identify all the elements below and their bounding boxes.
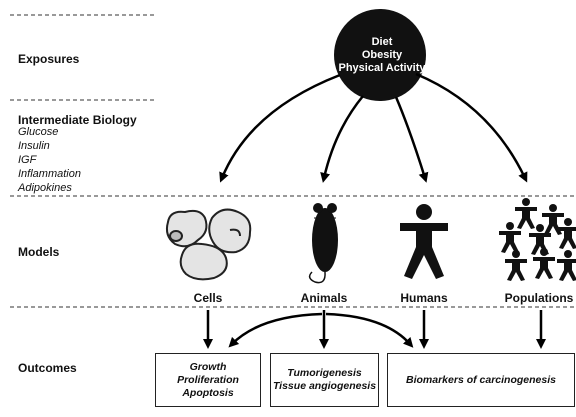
intermediate-item: Inflammation — [18, 168, 81, 180]
population-icon — [499, 198, 576, 281]
exposure-node — [334, 9, 426, 101]
outcome-arrows — [203, 310, 546, 349]
exposure-diet: Diet — [371, 35, 393, 48]
model-label-animals: Animals — [300, 291, 348, 305]
exposure-obesity: Obesity — [361, 48, 403, 61]
model-label-populations: Populations — [504, 291, 574, 305]
row-label-intermediate: Intermediate Biology — [18, 113, 137, 127]
outcome-angiogenesis: Tissue angiogenesis — [272, 380, 377, 392]
cells-icon — [165, 208, 252, 281]
outcome-tumorigenesis: Tumorigenesis — [287, 367, 362, 379]
outcome-growth: Growth — [189, 360, 227, 373]
row-label-outcomes: Outcomes — [18, 361, 77, 375]
intermediate-list: Glucose Insulin IGF Inflammation Adipoki… — [18, 125, 81, 195]
row-label-models: Models — [18, 245, 60, 259]
outcome-proliferation: Proliferation — [177, 373, 239, 386]
outcome-apoptosis: Apoptosis — [182, 386, 234, 399]
outcome-box-growth: Growth Proliferation Apoptosis — [155, 353, 261, 407]
model-label-cells: Cells — [193, 291, 223, 305]
intermediate-item: Insulin — [18, 140, 50, 152]
human-figure-icon — [400, 204, 448, 279]
exposure-physical-activity: Physical Activity — [338, 61, 426, 74]
outcome-biomarkers: Biomarkers of carcinogenesis — [406, 373, 556, 386]
mouse-icon — [308, 203, 338, 284]
intermediate-item: Glucose — [18, 126, 59, 138]
intermediate-item: IGF — [18, 154, 37, 166]
intermediate-item: Adipokines — [18, 182, 72, 194]
exposure-node-text: Diet Obesity Physical Activity — [322, 24, 442, 86]
outcome-box-biomarkers: Biomarkers of carcinogenesis — [387, 353, 575, 407]
outcome-box-tumorigenesis: Tumorigenesis Tissue angiogenesis — [270, 353, 379, 407]
exposure-arrows — [219, 72, 528, 183]
row-label-exposures: Exposures — [18, 52, 80, 66]
model-label-humans: Humans — [400, 291, 448, 305]
dashed-separators — [10, 14, 576, 308]
